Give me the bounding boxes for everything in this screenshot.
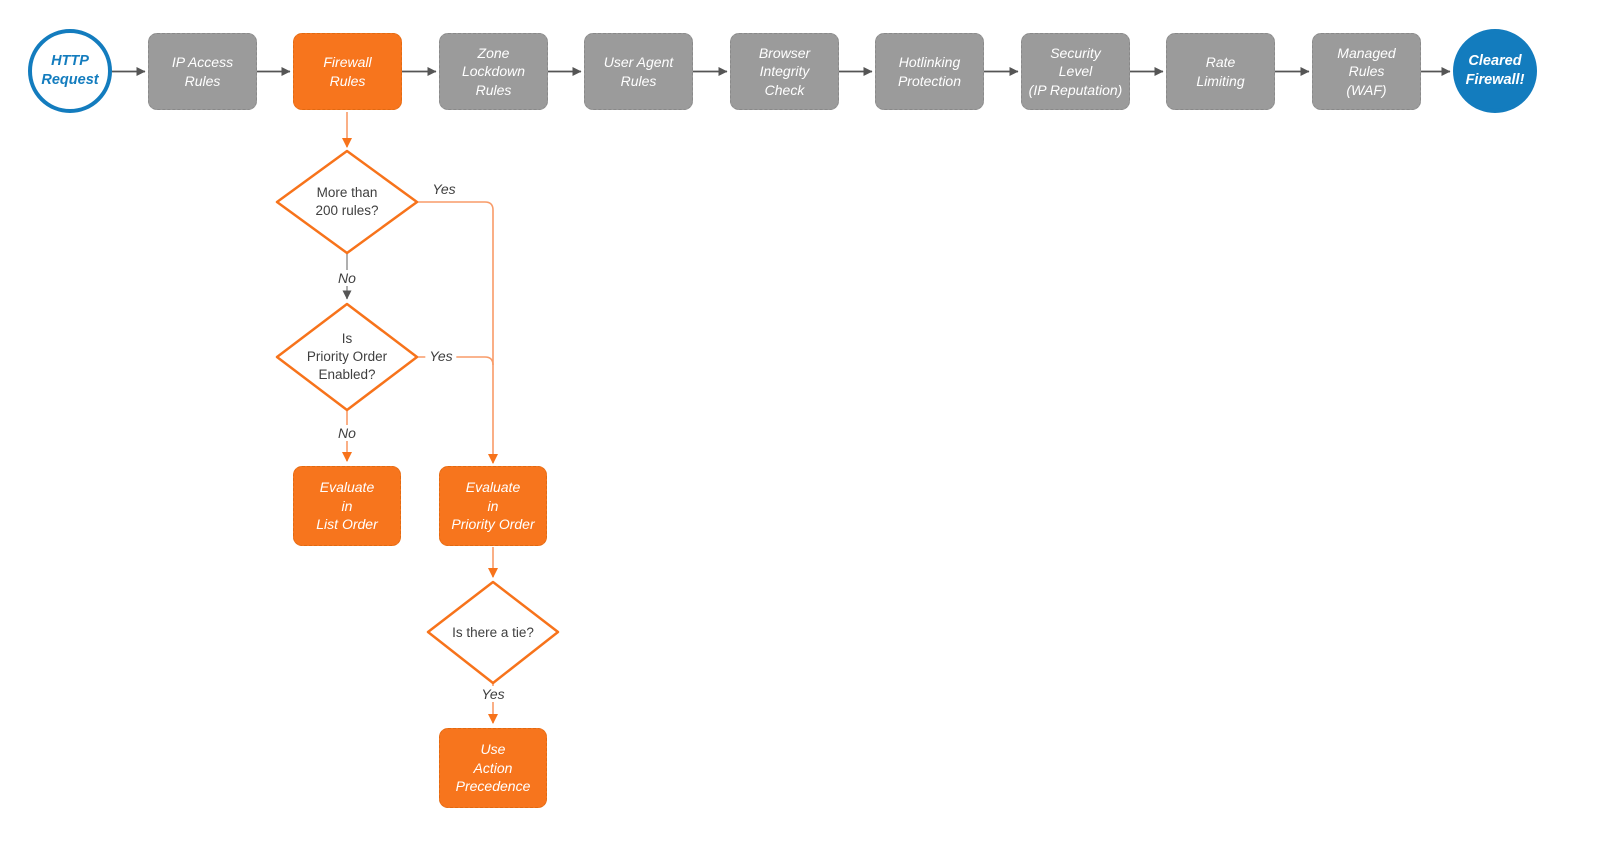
action-use-action-precedence: Use Action Precedence (439, 728, 547, 808)
decision-diamonds (275, 149, 560, 685)
arrow-decision2-yes-merge (417, 356, 494, 366)
edge-label-decision2-yes: Yes (425, 348, 457, 364)
stage-firewall-rules: Firewall Rules (293, 33, 402, 110)
edge-label-decision1-yes: Yes (428, 181, 460, 197)
arrow-decision1-yes-to-priority-order (417, 201, 498, 464)
edge-label-decision1-no: No (334, 270, 360, 286)
action-evaluate-in-priority-order: Evaluate in Priority Order (439, 466, 547, 546)
stage-hotlinking-protection: Hotlinking Protection (875, 33, 984, 110)
start-node-http-request: HTTP Request (28, 29, 112, 113)
stage-browser-integrity-check: Browser Integrity Check (730, 33, 839, 110)
edge-label-decision3-yes: Yes (477, 686, 509, 702)
stage-rate-limiting: Rate Limiting (1166, 33, 1275, 110)
decision1-diamond (275, 149, 419, 255)
decision3-is-there-a-tie: Is there a tie? (452, 624, 534, 640)
stage-user-agent-rules: User Agent Rules (584, 33, 693, 110)
edge-label-decision2-no: No (334, 425, 360, 441)
stage-zone-lockdown-rules: Zone Lockdown Rules (439, 33, 548, 110)
stage-ip-access-rules: IP Access Rules (148, 33, 257, 110)
stage-security-level: Security Level (IP Reputation) (1021, 33, 1130, 110)
decision1-more-than-200-rules: More than 200 rules? (315, 185, 379, 218)
decision2-priority-order-enabled: Is Priority Order Enabled? (306, 331, 388, 382)
decision2-diamond (275, 302, 419, 412)
end-node-cleared-firewall: Cleared Firewall! (1453, 29, 1537, 113)
action-evaluate-in-list-order: Evaluate in List Order (293, 466, 401, 546)
decision3-diamond (426, 580, 560, 685)
stage-managed-rules-waf: Managed Rules (WAF) (1312, 33, 1421, 110)
